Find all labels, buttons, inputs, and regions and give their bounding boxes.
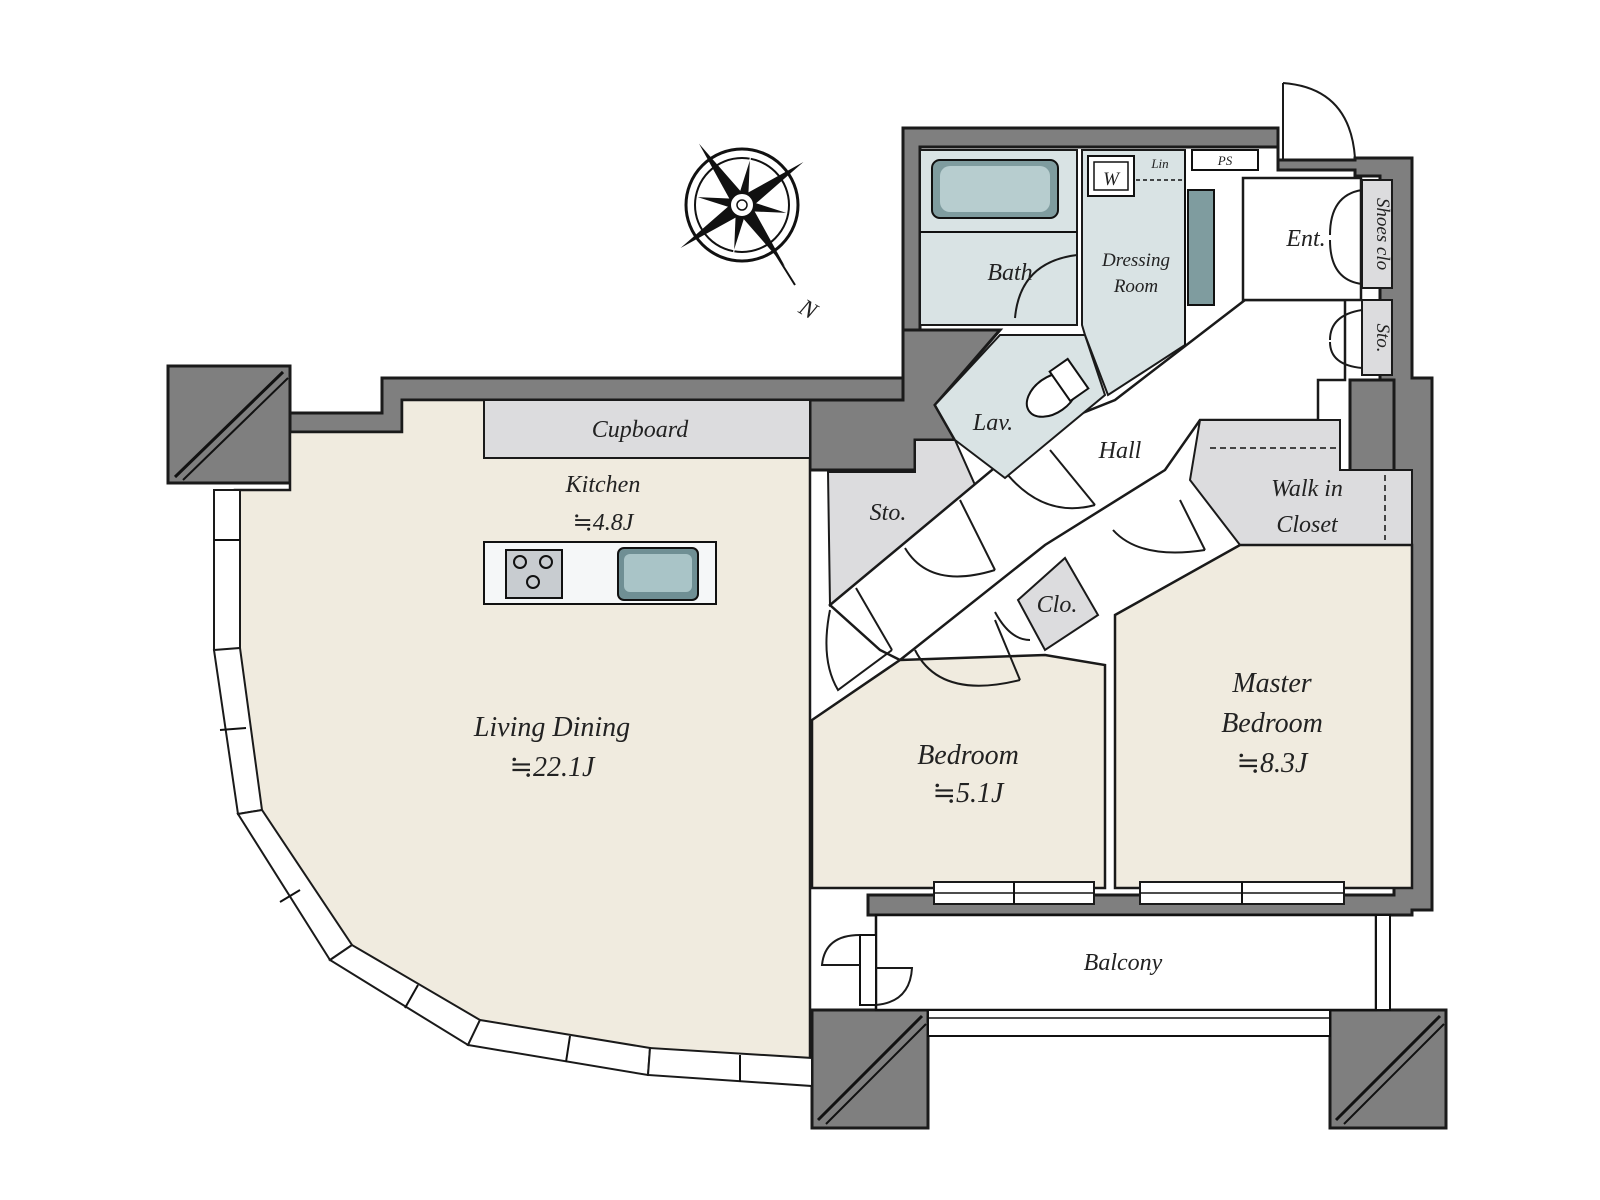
compass-north-label: N bbox=[793, 294, 822, 326]
lavatory-label: Lav. bbox=[972, 410, 1013, 436]
storage-hall-label: Sto. bbox=[870, 500, 907, 526]
room-entrance bbox=[1241, 176, 1363, 302]
kitchen-island bbox=[483, 541, 717, 605]
closet-label: Clo. bbox=[1037, 592, 1078, 618]
vanity-icon bbox=[1187, 189, 1215, 306]
living-dining-label: Living Dining bbox=[473, 712, 630, 743]
compass: N bbox=[680, 143, 823, 326]
cupboard-label: Cupboard bbox=[592, 417, 689, 443]
exterior-walls bbox=[166, 126, 1448, 1130]
dressing-room-label-1: Dressing bbox=[1101, 250, 1170, 271]
room-closet bbox=[1016, 556, 1100, 652]
living-door[interactable] bbox=[825, 587, 893, 692]
entrance-label: Ent. bbox=[1285, 226, 1325, 252]
pipe-space-label: PS bbox=[1217, 153, 1233, 168]
stove-icon bbox=[505, 549, 563, 599]
balcony-door[interactable] bbox=[820, 934, 914, 1006]
kitchen-label: Kitchen bbox=[565, 472, 641, 498]
dressing-room-label-2: Room bbox=[1113, 276, 1158, 297]
curved-window-wall bbox=[212, 489, 813, 1088]
cupboard bbox=[483, 399, 811, 459]
room-hall bbox=[828, 298, 1347, 662]
kitchen-area: ≒4.8J bbox=[573, 510, 635, 536]
bedroom-area: ≒5.1J bbox=[933, 778, 1005, 809]
shoes-closet bbox=[1361, 179, 1393, 289]
bedroom-label: Bedroom bbox=[917, 740, 1019, 771]
master-bedroom-area: ≒8.3J bbox=[1237, 748, 1309, 779]
master-bedroom-label-2: Bedroom bbox=[1221, 708, 1323, 739]
bath-label: Bath bbox=[987, 260, 1032, 286]
storage-entrance bbox=[1361, 299, 1393, 376]
balcony-label: Balcony bbox=[1084, 950, 1163, 976]
front-door[interactable] bbox=[1282, 82, 1356, 160]
pipe-space bbox=[1191, 149, 1259, 171]
bedroom-windows bbox=[933, 881, 1345, 905]
linen-label: Lin bbox=[1150, 156, 1168, 171]
master-bedroom-label-1: Master bbox=[1231, 668, 1311, 699]
hall-label: Hall bbox=[1098, 438, 1142, 464]
balcony bbox=[874, 913, 1378, 1012]
shoes-closet-doors bbox=[1329, 189, 1363, 369]
shoes-closet-label: Shoes clo bbox=[1372, 198, 1393, 270]
washer-label: W bbox=[1103, 169, 1121, 190]
living-dining-area: ≒22.1J bbox=[510, 752, 596, 783]
room-bedroom bbox=[810, 653, 1107, 890]
walk-in-closet-label-1: Walk in bbox=[1271, 476, 1343, 502]
walk-in-closet-label-2: Closet bbox=[1276, 512, 1339, 538]
storage-entrance-label: Sto. bbox=[1372, 323, 1393, 352]
room-walk-in-closet bbox=[1188, 419, 1413, 546]
room-master-bedroom bbox=[1113, 543, 1414, 890]
